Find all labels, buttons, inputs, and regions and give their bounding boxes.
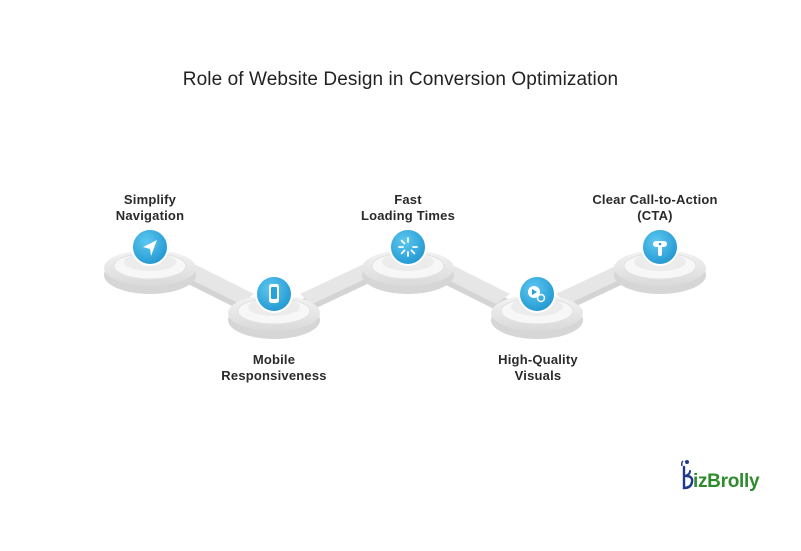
bizbrolly-logo-icon	[680, 460, 694, 490]
page-title: Role of Website Design in Conversion Opt…	[182, 69, 619, 90]
bizbrolly-logo-text: izBrolly	[693, 471, 760, 492]
platform-5	[614, 228, 706, 294]
step-label-mobile-responsiveness: Mobile Responsiveness	[221, 352, 327, 383]
step-3-icon-bg	[389, 228, 427, 266]
navigation-arrow-icon	[143, 240, 157, 256]
platform-4	[491, 275, 583, 339]
connector-2-3-top	[300, 262, 380, 304]
step-label-high-quality-visuals: High-Quality Visuals	[498, 352, 578, 383]
click-cta-icon	[653, 241, 667, 256]
image-visuals-icon	[528, 286, 546, 303]
step-label-fast-loading-times: Fast Loading Times	[360, 192, 456, 223]
loading-spinner-icon	[398, 237, 418, 257]
platform-2	[228, 275, 320, 339]
step-label-simplify-navigation: Simplify Navigation	[115, 192, 185, 223]
platform-3	[362, 228, 454, 294]
step-label-clear-cta: Clear Call-to-Action (CTA)	[592, 192, 718, 223]
platform-1	[104, 228, 196, 294]
mobile-phone-icon	[269, 284, 279, 303]
